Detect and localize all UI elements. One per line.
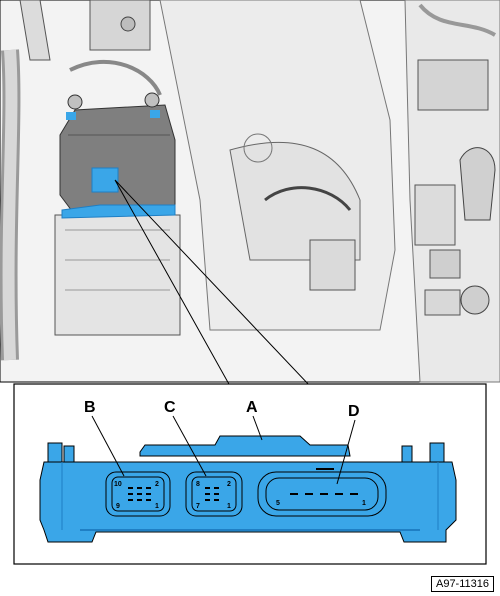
callout-leader-a <box>252 415 263 441</box>
zoom-leader-lines <box>114 179 311 387</box>
callout-a: A <box>246 399 258 416</box>
connector-c-pin-2: 2 <box>227 481 231 488</box>
callout-leader-d <box>336 419 356 485</box>
callout-leader-b <box>91 415 125 477</box>
connector-b-pin-9: 9 <box>116 503 120 510</box>
connector-c-pin-8: 8 <box>196 481 200 488</box>
connector-b-pin-2: 2 <box>155 481 159 488</box>
figure-id-label: A97-11316 <box>430 576 494 592</box>
callout-b: B <box>84 399 96 416</box>
detail-panel: 10 2 9 1 8 2 7 1 5 1 <box>13 383 487 565</box>
connector-b-pin-10: 10 <box>114 481 122 488</box>
connector-c-pin-1: 1 <box>227 503 231 510</box>
connector-b: 10 2 9 1 <box>105 471 171 517</box>
connector-c: 8 2 7 1 <box>185 471 243 517</box>
vehicle-overview-illustration <box>0 0 500 383</box>
control-module-installed <box>59 92 176 219</box>
callout-leader-c <box>172 415 207 477</box>
connector-d-pin-5: 5 <box>276 500 280 507</box>
connector-c-pin-7: 7 <box>196 503 200 510</box>
connector-d: 5 1 <box>257 468 387 517</box>
connector-b-pin-1: 1 <box>155 503 159 510</box>
callout-c: C <box>164 399 176 416</box>
control-module-detail: 10 2 9 1 8 2 7 1 5 1 <box>39 435 457 543</box>
callout-d: D <box>348 403 360 420</box>
connector-d-pin-1: 1 <box>362 500 366 507</box>
